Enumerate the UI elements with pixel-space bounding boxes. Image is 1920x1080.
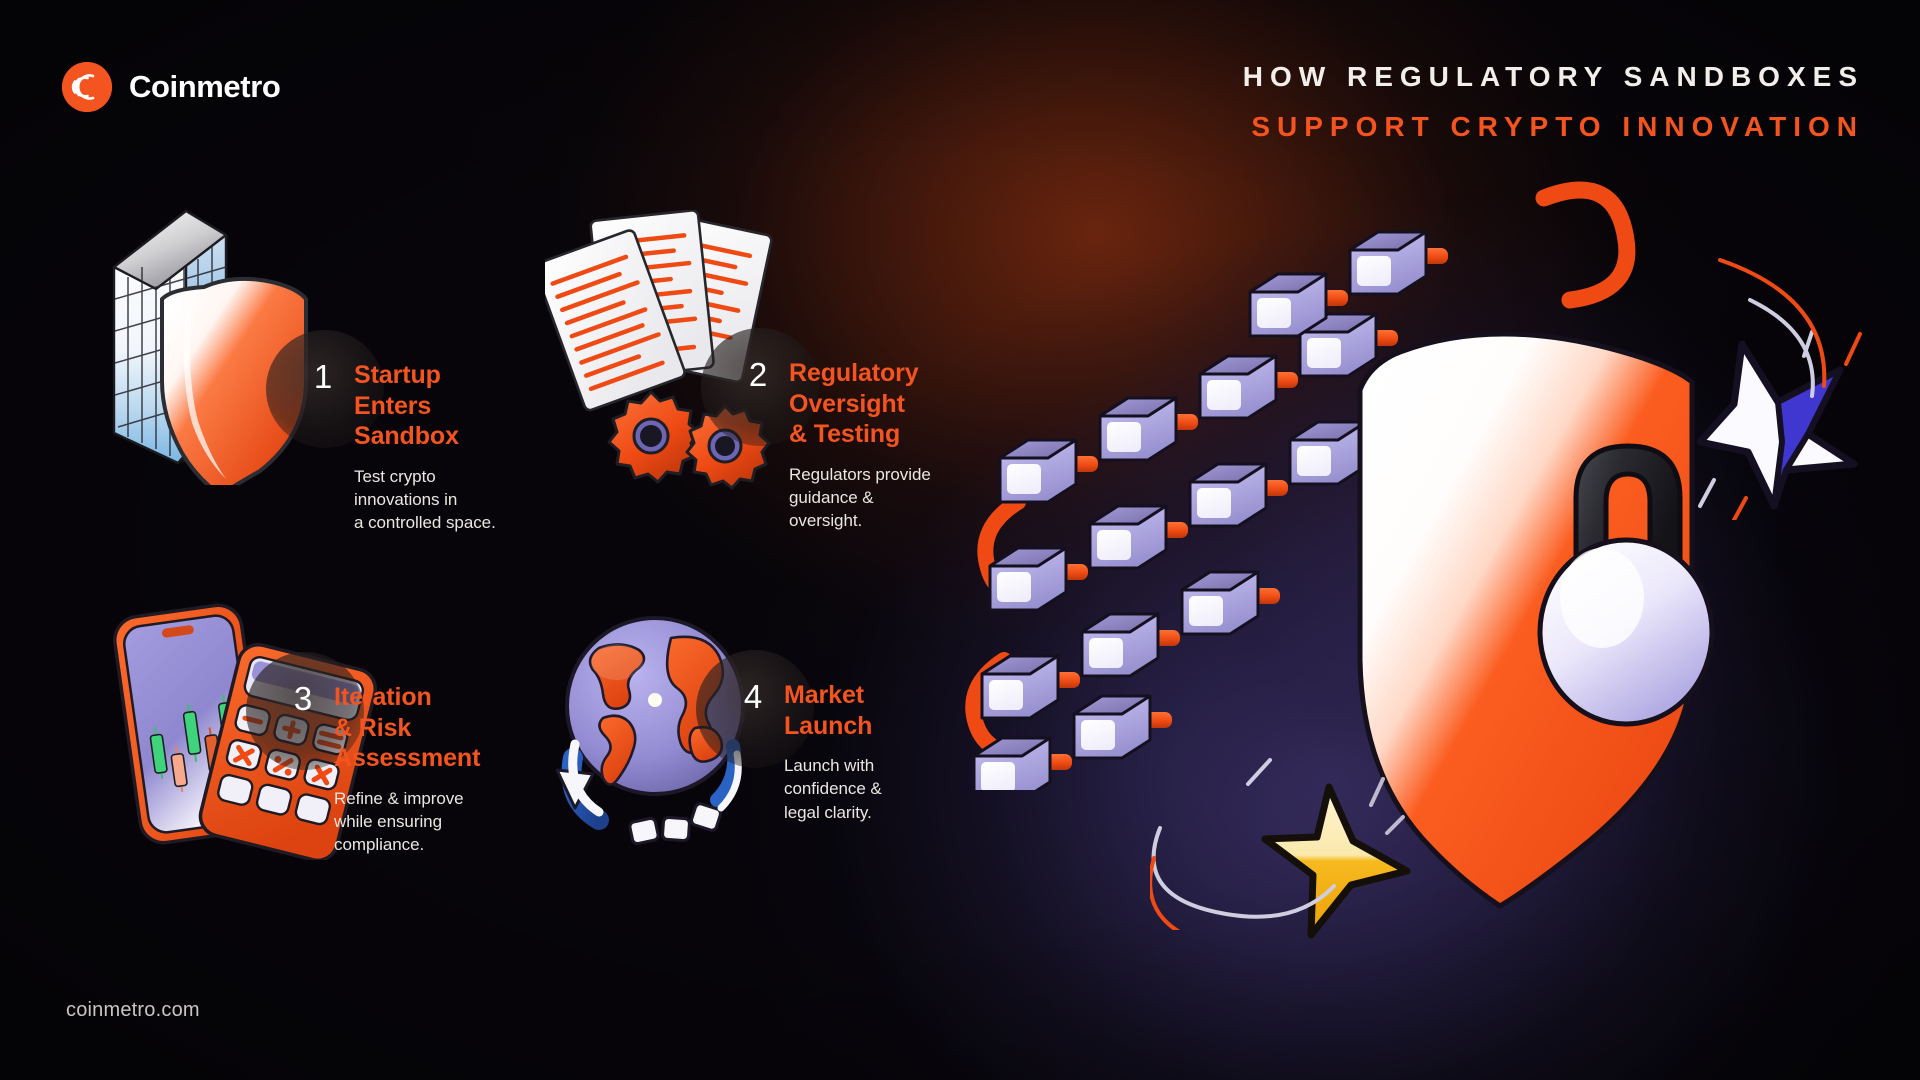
step-4-header: 4 Market Launch Launch with confidence &…: [696, 650, 980, 824]
step-1-title-line-2: Enters: [354, 391, 432, 420]
title-line-2: SUPPORT CRYPTO INNOVATION: [1251, 111, 1864, 142]
step-3-title: Iteration & Risk Assessment: [334, 682, 480, 774]
step-1-number: 1: [313, 358, 333, 395]
step-4-number: 4: [743, 678, 763, 715]
step-1-title: Startup Enters Sandbox: [354, 360, 496, 452]
step-4-desc-line-3: legal clarity.: [784, 802, 872, 822]
step-2-number: 2: [748, 356, 768, 393]
step-4: 4 Market Launch Launch with confidence &…: [696, 650, 980, 824]
step-4-title: Market Launch: [784, 680, 882, 741]
step-1-title-line-3: Sandbox: [354, 422, 459, 450]
step-3-desc-line-1: Refine & improve: [334, 788, 464, 808]
step-4-title-line-1: Market: [784, 681, 864, 709]
step-3-desc-line-3: compliance.: [334, 835, 425, 855]
step-1-header: 1 Startup Enters Sandbox Test crypto inn…: [266, 330, 540, 535]
coinmetro-logo-icon: [62, 62, 112, 112]
step-2-title-line-1: Regulatory: [789, 359, 919, 387]
title-line-1: HOW REGULATORY SANDBOXES: [1242, 61, 1864, 92]
step-2-title: Regulatory Oversight & Testing: [789, 358, 931, 450]
step-1-desc-line-3: a controlled space.: [354, 513, 496, 533]
step-3-title-line-2: & Risk: [334, 713, 412, 742]
step-2-desc-line-1: Regulators provide: [789, 464, 931, 484]
step-2-title-line-3: & Testing: [789, 420, 901, 448]
step-3-number: 3: [293, 680, 313, 717]
step-3: 3 Iteration & Risk Assessment Refine & i…: [246, 652, 530, 857]
step-2: 2 Regulatory Oversight & Testing Regulat…: [701, 328, 985, 533]
step-4-description: Launch with confidence & legal clarity.: [784, 754, 882, 824]
step-1: 1 Startup Enters Sandbox Test crypto inn…: [266, 330, 540, 535]
step-2-desc-line-3: oversight.: [789, 511, 863, 531]
step-2-title-line-2: Oversight: [789, 389, 905, 418]
footer-url[interactable]: coinmetro.com: [66, 999, 200, 1021]
step-3-description: Refine & improve while ensuring complian…: [334, 787, 480, 857]
step-1-desc-line-2: innovations in: [354, 489, 458, 509]
step-3-desc-line-2: while ensuring: [334, 811, 442, 831]
step-4-title-line-2: Launch: [784, 711, 873, 740]
step-2-header: 2 Regulatory Oversight & Testing Regulat…: [701, 328, 985, 533]
brand-name: Coinmetro: [129, 69, 281, 104]
step-2-desc-line-2: guidance &: [789, 487, 874, 507]
page-title: HOW REGULATORY SANDBOXES SUPPORT CRYPTO …: [1243, 56, 1864, 148]
step-1-title-line-1: Startup: [354, 361, 441, 389]
step-3-title-line-1: Iteration: [334, 683, 432, 711]
step-2-description: Regulators provide guidance & oversight.: [789, 463, 931, 533]
step-3-header: 3 Iteration & Risk Assessment Refine & i…: [246, 652, 530, 857]
step-4-desc-line-2: confidence &: [784, 779, 882, 799]
step-1-desc-line-1: Test crypto: [354, 466, 436, 486]
step-1-description: Test crypto innovations in a controlled …: [354, 465, 496, 535]
brand-logo[interactable]: Coinmetro: [62, 62, 281, 112]
step-3-title-line-3: Assessment: [334, 744, 481, 772]
step-4-desc-line-1: Launch with: [784, 756, 875, 775]
